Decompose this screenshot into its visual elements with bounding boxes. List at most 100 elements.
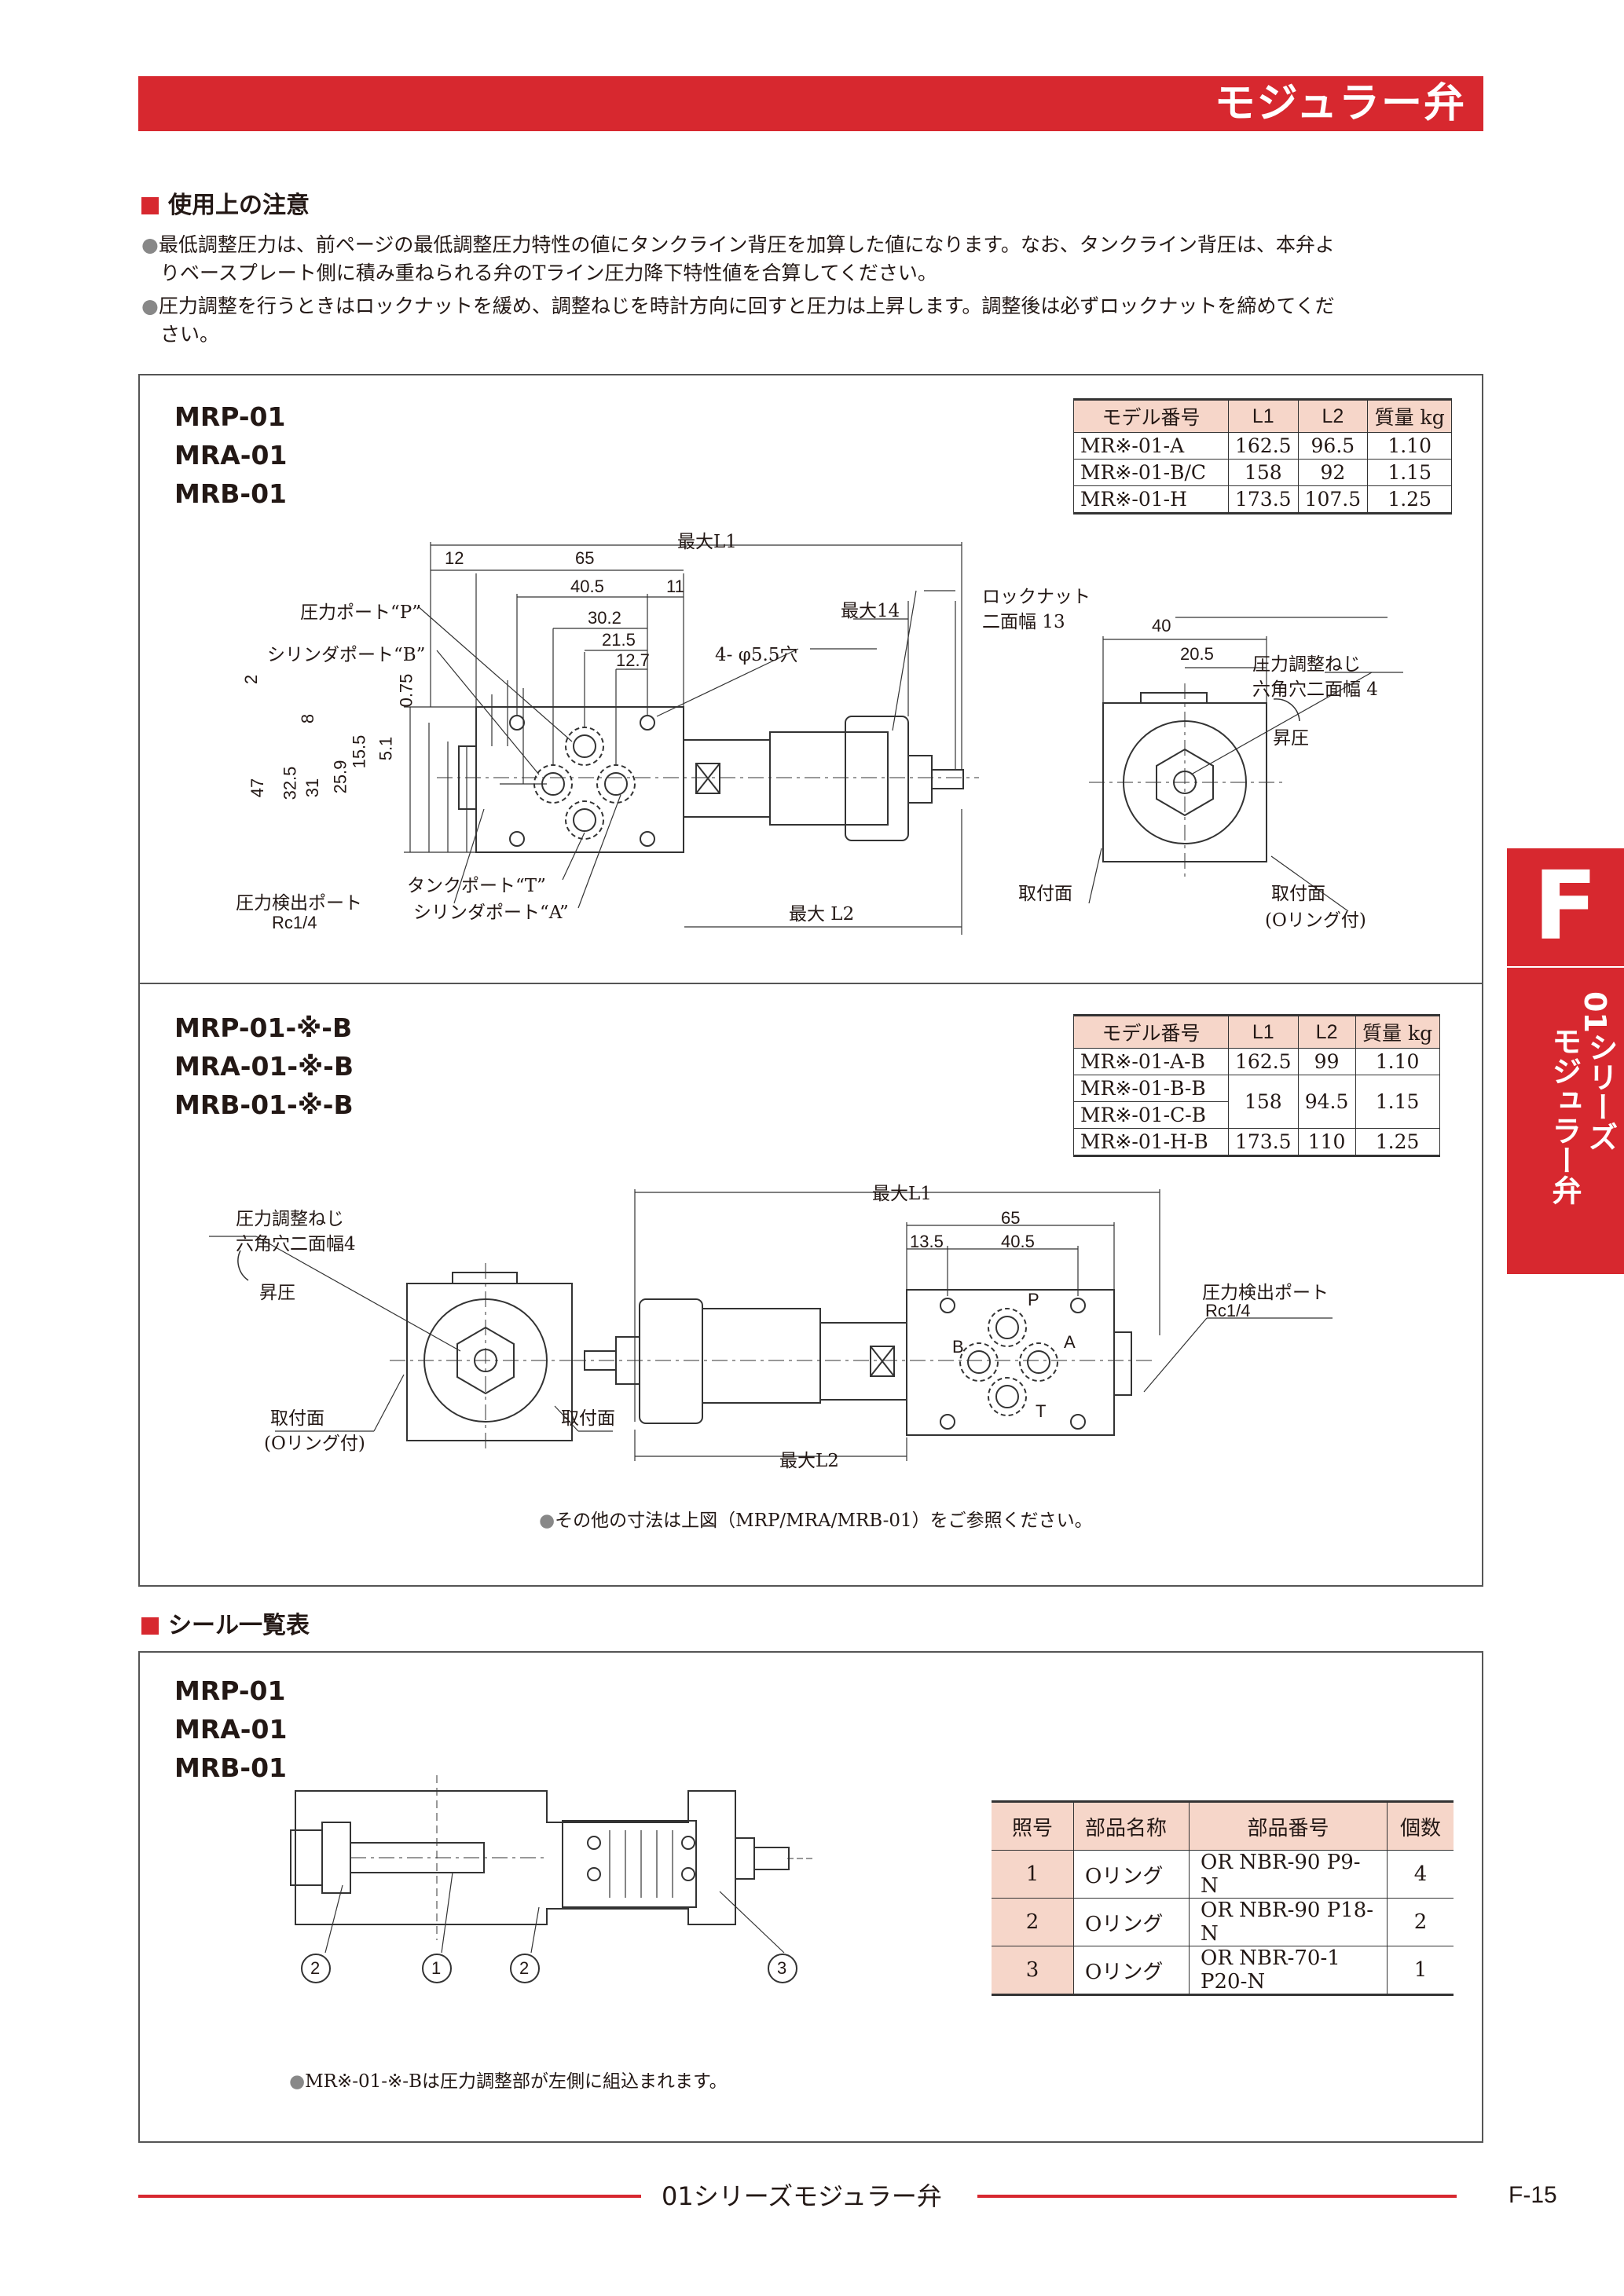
dim-15-5: 15.5 bbox=[349, 734, 369, 769]
section-divider bbox=[138, 983, 1483, 984]
label-locknut-width: 二面幅 13 bbox=[982, 612, 1065, 632]
dim-20-5: 20.5 bbox=[1180, 644, 1214, 664]
dimension-box bbox=[138, 374, 1483, 1587]
label-max-l2: 最大 L2 bbox=[789, 904, 855, 925]
usage-note-1: ●最低調整圧力は、前ページの最低調整圧力特性の値にタンクライン背圧を加算した値に… bbox=[141, 233, 1335, 284]
side-tab-line2: シリーズ bbox=[1583, 1032, 1618, 1152]
label-max14: 最大14 bbox=[841, 601, 900, 621]
footer-rule-right bbox=[977, 2195, 1457, 2198]
dim-5-1: 5.1 bbox=[376, 736, 396, 761]
side-index-tab[interactable]: F 01 シリーズ モジュラー弁 bbox=[1507, 848, 1624, 1274]
dim-32-5: 32.5 bbox=[280, 766, 300, 800]
circle-bullet-icon: ● bbox=[141, 295, 159, 317]
callout-3: 3 bbox=[777, 1958, 787, 1978]
footer-rule-left bbox=[138, 2195, 641, 2198]
dim-11: 11 bbox=[666, 577, 684, 596]
label-hex-width-2: 六角穴二面幅4 bbox=[236, 1234, 356, 1254]
seals-drawing bbox=[290, 1775, 814, 1983]
dim-2: 2 bbox=[241, 674, 262, 685]
dim-47: 47 bbox=[247, 778, 268, 798]
dim-30-2: 30.2 bbox=[588, 608, 621, 628]
dim-65-2: 65 bbox=[1001, 1208, 1021, 1228]
dim-40-5-2: 40.5 bbox=[1001, 1232, 1035, 1251]
square-bullet-icon bbox=[141, 197, 159, 214]
section2-note: ●その他の寸法は上図（MRP/MRA/MRB-01）をご参照ください。 bbox=[539, 1511, 1093, 1531]
label-port-p: 圧力ポート“P” bbox=[300, 602, 421, 623]
label-port-b-2: B bbox=[952, 1337, 964, 1357]
label-max-l1-2: 最大L1 bbox=[872, 1184, 932, 1204]
callout-1: 1 bbox=[431, 1958, 442, 1978]
square-bullet-icon bbox=[141, 1617, 159, 1635]
label-port-t: タンクポート“T” bbox=[407, 876, 546, 896]
dim-31: 31 bbox=[302, 778, 323, 798]
seals-box bbox=[138, 1651, 1483, 2143]
label-port-t-2: T bbox=[1036, 1401, 1047, 1421]
section1-models: MRP-01 MRA-01 MRB-01 bbox=[174, 401, 288, 509]
label-mount-face-left: 取付面 bbox=[270, 1408, 324, 1429]
dim-12: 12 bbox=[445, 548, 464, 568]
dim-21-5: 21.5 bbox=[602, 630, 636, 650]
label-oring: (Oリング付) bbox=[1265, 910, 1366, 931]
seals-note: ●MR※-01-※-Bは圧力調整部が左側に組込まれます。 bbox=[289, 2071, 728, 2092]
valve-section bbox=[295, 1790, 736, 1925]
section2-drawing bbox=[209, 1189, 1333, 1461]
dim-8: 8 bbox=[298, 713, 318, 724]
dim-12-7: 12.7 bbox=[616, 650, 650, 670]
label-gauge-port: 圧力検出ポート bbox=[236, 893, 362, 914]
header-bar: モジュラー弁 bbox=[138, 76, 1483, 131]
page-number: F-15 bbox=[1509, 2182, 1557, 2208]
label-adj-screw-2: 圧力調整ねじ bbox=[236, 1209, 344, 1229]
lock-nut bbox=[845, 716, 909, 841]
label-raise: 昇圧 bbox=[1273, 728, 1309, 749]
circle-bullet-icon: ● bbox=[141, 233, 159, 256]
label-port-a-2: A bbox=[1064, 1332, 1076, 1352]
label-raise-2: 昇圧 bbox=[259, 1283, 295, 1303]
label-gauge-port-2: 圧力検出ポート bbox=[1202, 1283, 1329, 1303]
label-mount-face: 取付面 bbox=[1018, 884, 1072, 904]
seals-models: MRP-01 MRA-01 MRB-01 bbox=[174, 1675, 288, 1783]
label-locknut: ロックナット bbox=[982, 587, 1091, 607]
label-port-p-2: P bbox=[1028, 1290, 1039, 1309]
valve-body bbox=[906, 1289, 1115, 1436]
section2-models: MRP-01-※-B MRA-01-※-B MRB-01-※-B bbox=[174, 1013, 354, 1120]
lock-nut bbox=[639, 1298, 703, 1424]
usage-heading: 使用上の注意 bbox=[141, 192, 310, 220]
callout-2a: 2 bbox=[310, 1958, 321, 1978]
side-tab-letter: F bbox=[1533, 852, 1598, 961]
label-mount-face2: 取付面 bbox=[1271, 884, 1325, 904]
side-tab-line1: 01 bbox=[1578, 991, 1612, 1033]
label-port-a: シリンダポート“A” bbox=[413, 903, 569, 923]
page-title: モジュラー弁 bbox=[1214, 80, 1466, 127]
dim-13-5: 13.5 bbox=[910, 1232, 944, 1251]
label-gauge-size-2: Rc1/4 bbox=[1205, 1301, 1251, 1320]
callout-2b: 2 bbox=[519, 1958, 530, 1978]
dim-0-75: 0.75 bbox=[396, 673, 416, 708]
dim-65: 65 bbox=[575, 548, 595, 568]
label-mount-face-right: 取付面 bbox=[561, 1408, 615, 1429]
dim-40-5: 40.5 bbox=[570, 577, 604, 596]
table-row: MR※-01-C-B bbox=[1073, 1101, 1440, 1129]
label-holes: 4- φ5.5穴 bbox=[715, 645, 798, 665]
label-hex-width: 六角穴二面幅 4 bbox=[1252, 679, 1378, 700]
dim-40: 40 bbox=[1152, 616, 1171, 635]
section1-drawing bbox=[404, 542, 1403, 935]
dim-25-9: 25.9 bbox=[330, 760, 350, 794]
label-oring-2: (Oリング付) bbox=[264, 1434, 365, 1454]
label-adj-screw: 圧力調整ねじ bbox=[1252, 654, 1361, 675]
usage-note-2: ●圧力調整を行うときはロックナットを緩め、調整ねじを時計方向に回すと圧力は上昇し… bbox=[141, 295, 1335, 346]
label-gauge-size: Rc1/4 bbox=[272, 913, 317, 932]
seals-heading: シール一覧表 bbox=[141, 1612, 310, 1640]
label-port-b: シリンダポート“B” bbox=[267, 645, 426, 665]
